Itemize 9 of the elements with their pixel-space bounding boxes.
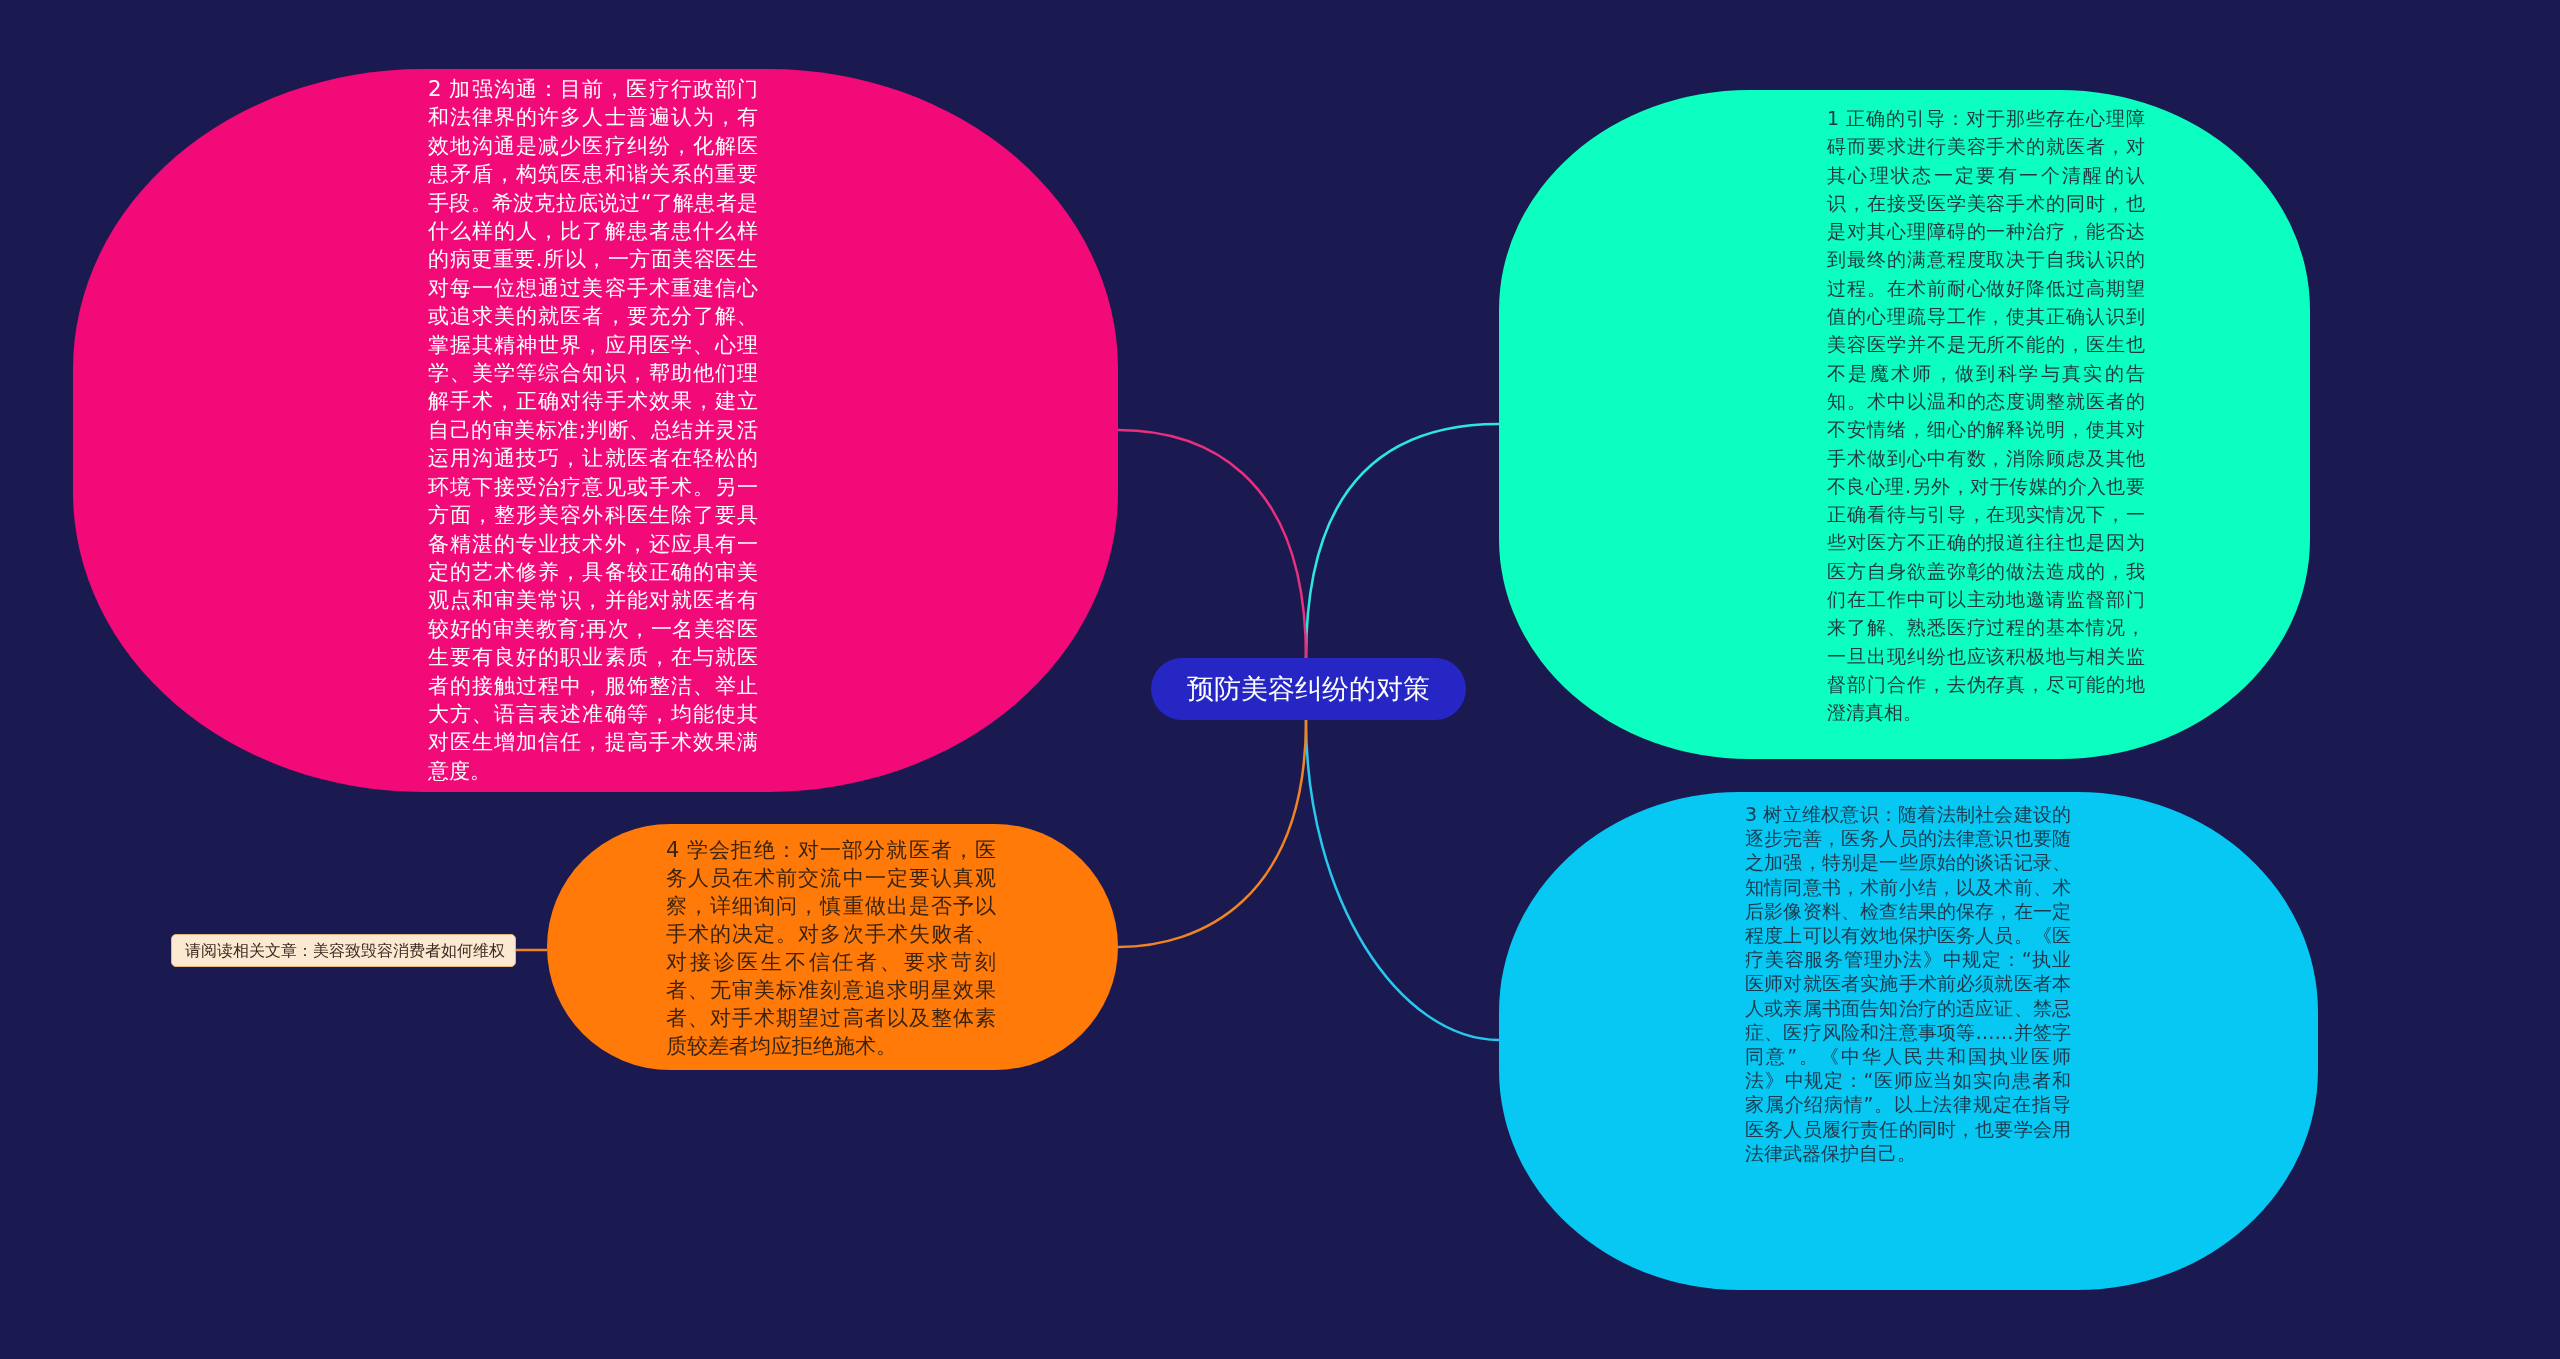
- note-label: [171, 934, 516, 967]
- topic-text: 2 加强沟通：目前，医疗行政部门和法律界的许多人士普遍认为，有效地沟通是减少医疗纠纷，化解医患矛盾，构筑医患和谐关系的重要手段。希波克拉底说过“了解患者是什么样的人，比了解患者患什么样的病更重要.所以，一方面美容医生对每一位想通过美容手术重建信心或追求美的就医者，要充分了解、掌握其精神世界，应用医学、心理学、美学等综合知识，帮助他们理解手术，正确对待手术效果，建立自己的审美标准;判断、总结并灵活运用沟通技巧，让就医者在轻松的环境下接受治疗意见或手术。另一方面，整形美容外科医生除了要具备精湛的专业技术外，还应具有一定的艺术修养，具备较正确的审美观点和审美常识，并能对就医者有较好的审美教育;再次，一名美容医生要有良好的职业素质，在与就医者的接触过程中，服饰整洁、举止大方、语言表述准确等，均能使其对医生增加信任，提高手术效果满意度。: [428, 75, 758, 785]
- topic-label: 请阅读相关文章：美容致毁容消费者如何维权: [183, 941, 506, 962]
- connector-line: [1117, 719, 1308, 949]
- topic-text: 3 树立维权意识：随着法制社会建设的逐步完善，医务人员的法律意识也要随之加强，特别是一些原始的谈话记录、知情同意书，术前小结，以及术前、术后影像资料、检查结果的保存，在一定程度上可以有效地保护医务人员。《医疗美容服务管理办法》中规定：“执业医师对就医者实施手术前必须就医者本人或亲属书面告知治疗的适应证、禁忌症、医疗风险和注意事项等……并签字同意”。《中华人民共和国执业医师法》中规定：“医师应当如实向患者和家属介绍病情”。以上法律规定在指导医务人员履行责任的同时，也要学会用法律武器保护自己。: [1745, 802, 2071, 1166]
- topic-label: 预防美容纠纷的对策: [1186, 672, 1431, 706]
- topic-text: 4 学会拒绝：对一部分就医者，医务人员在术前交流中一定要认真观察，详细询问，慎重做出是否予以手术的决定。对多次手术失败者、对接诊医生不信任者、要求苛刻者、无审美标准刻意追求明星效果者、对手术期望过高者以及整体素质较差者均应拒绝施术。: [666, 837, 996, 1060]
- connector-line: [1117, 428, 1308, 659]
- topic-text: 1 正确的引导：对于那些存在心理障碍而要求进行美容手术的就医者，对其心理状态一定要有一个清醒的认识，在接受医学美容手术的同时，也是对其心理障碍的一种治疗，能否达到最终的满意程度取决于自我认识的过程。在术前耐心做好降低过高期望值的心理疏导工作，使其正确认识到美容医学并不是无所不能的，医生也不是魔术师，做到科学与真实的告知。术中以温和的态度调整就医者的不安情绪，细心的解释说明，使其对手术做到心中有数，消除顾虑及其他不良心理.另外，对于传媒的介入也要正确看待与引导，在现实情况下，一些对医方不正确的报道往往也是因为医方自身欲盖弥彰的做法造成的，我们在工作中可以主动地邀请监督部门来了解、熟悉医疗过程的基本情况，一旦出现纠纷也应该积极地与相关监督部门合作，去伪存真，尽可能的地澄清真相。: [1827, 106, 2145, 726]
